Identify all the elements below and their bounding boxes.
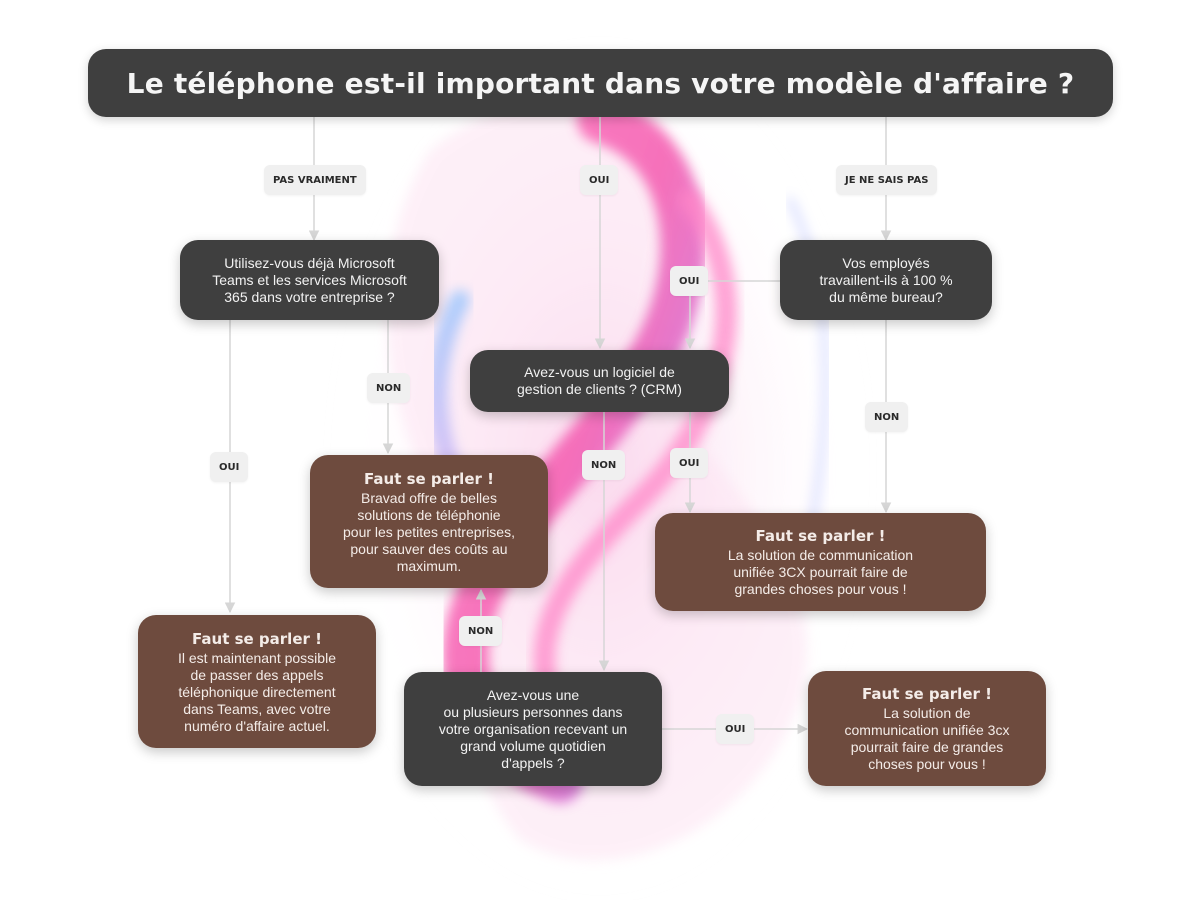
question-crm: Avez-vous un logiciel de gestion de clie… bbox=[470, 350, 729, 412]
answer-teams-calls-heading: Faut se parler ! bbox=[192, 629, 322, 648]
answer-bravad: Faut se parler ! Bravad offre de belles … bbox=[310, 455, 548, 588]
answer-3cx-b: Faut se parler ! La solution de communic… bbox=[808, 671, 1046, 786]
question-volume: Avez-vous une ou plusieurs personnes dan… bbox=[404, 672, 662, 786]
answer-3cx-a-heading: Faut se parler ! bbox=[755, 527, 886, 545]
label-oui-bureau: OUI bbox=[670, 266, 709, 296]
question-bureau-text: Vos employés travaillent-ils à 100 % du … bbox=[819, 254, 953, 305]
label-je-ne-sais-pas: JE NE SAIS PAS bbox=[836, 165, 938, 195]
question-crm-text: Avez-vous un logiciel de gestion de clie… bbox=[517, 364, 682, 397]
answer-teams-calls-body: Il est maintenant possible de passer des… bbox=[178, 649, 336, 734]
answer-3cx-b-heading: Faut se parler ! bbox=[862, 685, 992, 703]
label-oui-top: OUI bbox=[580, 165, 619, 195]
question-bureau: Vos employés travaillent-ils à 100 % du … bbox=[780, 240, 992, 320]
question-teams: Utilisez-vous déjà Microsoft Teams et le… bbox=[180, 240, 439, 320]
label-oui-volume: OUI bbox=[716, 714, 755, 744]
answer-3cx-a-body: La solution de communication unifiée 3CX… bbox=[727, 547, 914, 597]
label-pas-vraiment: PAS VRAIMENT bbox=[264, 165, 366, 195]
label-oui-crm: OUI bbox=[670, 448, 709, 478]
label-non-teams: NON bbox=[367, 373, 411, 403]
answer-teams-calls: Faut se parler ! Il est maintenant possi… bbox=[138, 615, 376, 748]
label-non-crm: NON bbox=[582, 450, 626, 480]
answer-bravad-body: Bravad offre de belles solutions de télé… bbox=[343, 489, 515, 574]
answer-3cx-a: Faut se parler ! La solution de communic… bbox=[655, 513, 986, 611]
answer-bravad-heading: Faut se parler ! bbox=[364, 469, 494, 488]
question-volume-text: Avez-vous une ou plusieurs personnes dan… bbox=[438, 686, 628, 771]
label-oui-teams: OUI bbox=[210, 452, 249, 482]
answer-3cx-b-body: La solution de communication unifiée 3cx… bbox=[844, 705, 1010, 772]
label-non-volume: NON bbox=[459, 616, 503, 646]
page-title: Le téléphone est-il important dans votre… bbox=[88, 49, 1113, 117]
label-non-bureau: NON bbox=[865, 402, 909, 432]
question-teams-text: Utilisez-vous déjà Microsoft Teams et le… bbox=[212, 254, 407, 305]
